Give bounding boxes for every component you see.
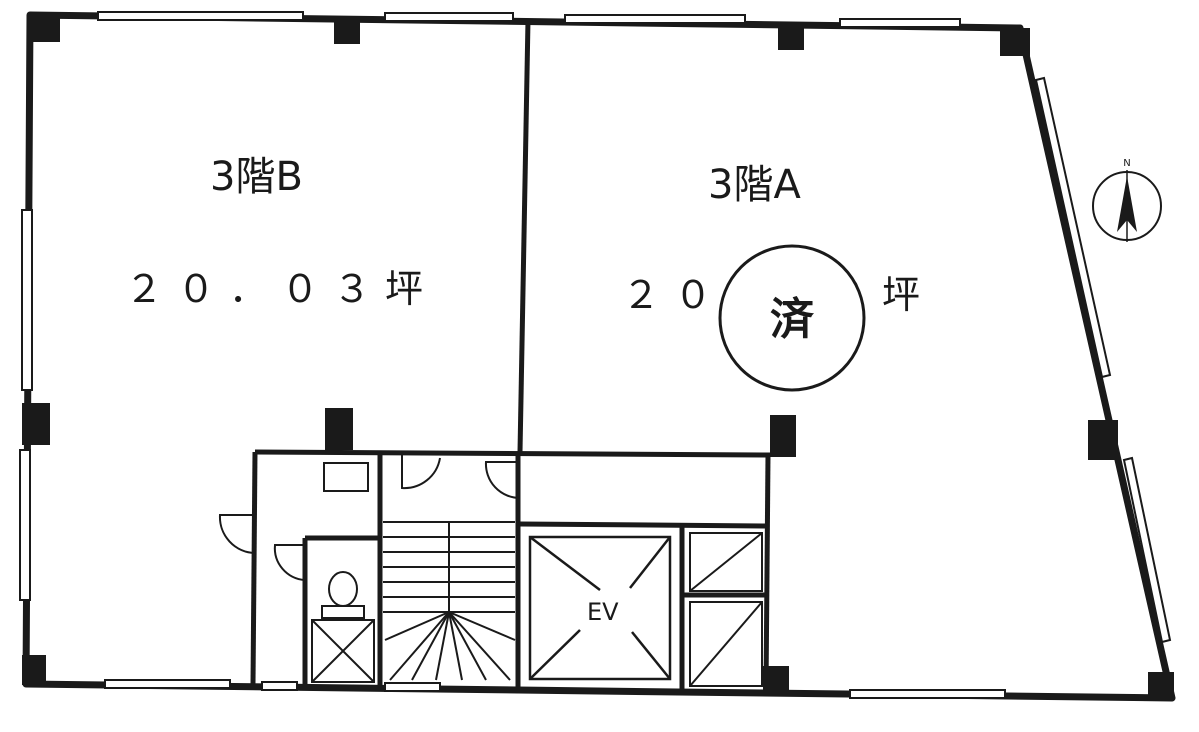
windows (19, 11, 1172, 699)
interior-walls (250, 19, 771, 691)
unit-b-area: ２０．０３坪 (125, 267, 437, 311)
unit-a-name: 3階A (708, 162, 801, 208)
door-swing (273, 544, 306, 581)
toilet-bowl (328, 571, 358, 607)
shower-shaft (311, 619, 375, 683)
wash-basin (323, 462, 369, 492)
door-swing (484, 461, 521, 500)
staircase (383, 521, 516, 681)
door-swing (218, 514, 256, 554)
north-arrow: N (1092, 158, 1162, 242)
sold-stamp: 済 (718, 244, 866, 392)
columns (22, 16, 1174, 700)
elevator-label: EV (587, 598, 619, 626)
doors (218, 455, 521, 581)
outer-walls (22, 11, 1176, 702)
unit-b-name: 3階B (210, 154, 303, 200)
door-swing (401, 455, 441, 490)
shafts (689, 532, 763, 687)
compass-label: N (1123, 158, 1130, 169)
elevator (528, 535, 672, 681)
toilet-area (311, 462, 375, 683)
stamp-text: 済 (770, 294, 815, 345)
